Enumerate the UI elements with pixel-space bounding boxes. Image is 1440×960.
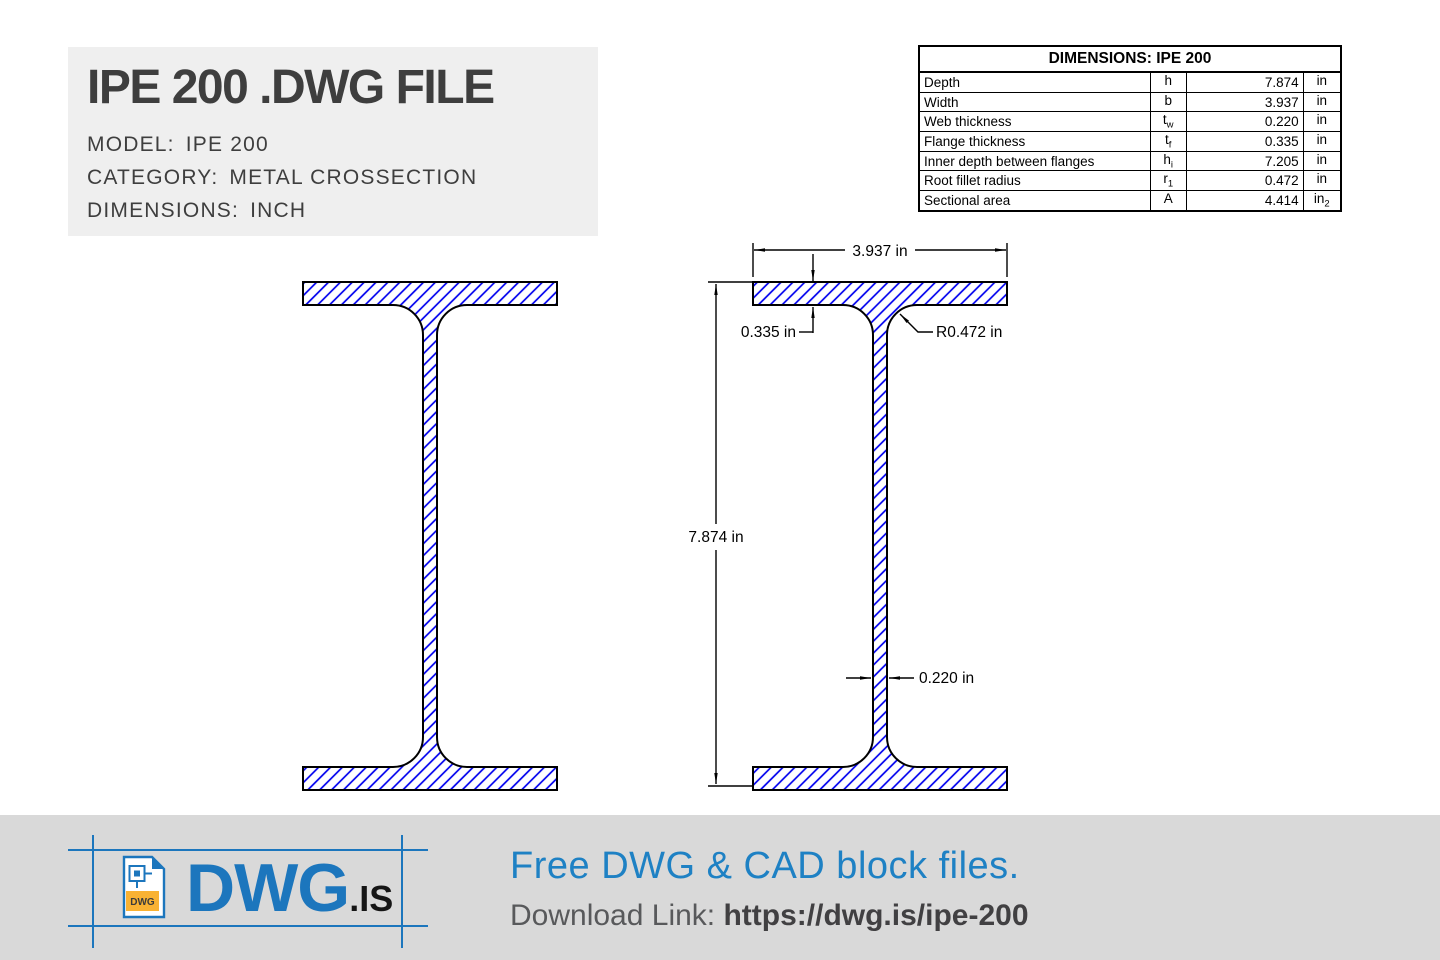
i-beam-outline (752, 281, 1008, 791)
footer-heading: Free DWG & CAD block files. (510, 845, 1020, 887)
web-thickness-dimension: 0.220 in (846, 670, 974, 687)
logo-badge (126, 891, 159, 911)
table-row: Inner depth between flanges hi 7.205 in (918, 150, 1342, 172)
download-label: Download Link: (510, 899, 724, 932)
crop-mark-vertical-right (401, 835, 403, 948)
crop-mark-horizontal-bottom (68, 925, 428, 927)
footer: DWG DWG.IS Free DWG & CAD block files. D… (0, 815, 1440, 960)
dwg-is-logo: DWG.IS (186, 849, 393, 927)
fillet-radius-leader: R0.472 in (899, 313, 1002, 341)
height-dim-label: 7.874 in (688, 529, 743, 546)
meta-line-category: CATEGORY: METAL CROSSECTION (87, 161, 598, 194)
table-row: Root fillet radius r1 0.472 in (918, 170, 1342, 192)
meta-lines: MODEL: IPE 200 CATEGORY: METAL CROSSECTION… (87, 128, 598, 227)
flange-thickness-dimension: 0.335 in (741, 254, 815, 341)
width-dimension: 3.937 in (752, 243, 1008, 277)
dimensions-table: DIMENSIONS: IPE 200 Depth h 7.874 in Wid… (918, 45, 1342, 212)
dimensions-value: INCH (250, 199, 307, 222)
model-label: MODEL: (87, 133, 175, 156)
table-row: Sectional area A 4.414 in2 (918, 190, 1342, 212)
page-title: IPE 200 .DWG FILE (87, 61, 495, 114)
table-row: Depth h 7.874 in (918, 71, 1342, 93)
radius-dim-label: R0.472 in (936, 324, 1002, 341)
meta-line-dimensions: DIMENSIONS: INCH (87, 194, 598, 227)
height-dimension: 7.874 in (688, 281, 753, 787)
download-line: Download Link: https://dwg.is/ipe-200 (510, 899, 1029, 933)
table-row: Web thickness tw 0.220 in (918, 111, 1342, 133)
crop-mark-vertical-left (92, 835, 94, 948)
meta-line-model: MODEL: IPE 200 (87, 128, 598, 161)
category-value: METAL CROSSECTION (229, 166, 478, 189)
ipe-cross-section-dimensioned: 3.937 in 7.874 in 0.335 in R0.472 in 0.2… (688, 243, 1008, 791)
table-title: DIMENSIONS: IPE 200 (918, 45, 1342, 73)
download-url[interactable]: https://dwg.is/ipe-200 (723, 899, 1029, 932)
logo-main-text: DWG (186, 850, 350, 926)
category-label: CATEGORY: (87, 166, 219, 189)
dwg-file-icon: DWG (122, 855, 166, 919)
model-value: IPE 200 (185, 133, 269, 156)
dimensions-label: DIMENSIONS: (87, 199, 240, 222)
crop-mark-horizontal-top (68, 849, 428, 851)
width-dim-label: 3.937 in (852, 243, 907, 260)
i-beam-outline (302, 281, 558, 791)
logo-suffix-text: .IS (349, 878, 394, 919)
title-block: IPE 200 .DWG FILE MODEL: IPE 200 CATEGORY… (68, 47, 598, 236)
table-row: Flange thickness tf 0.335 in (918, 131, 1342, 152)
logo-badge-label: DWG (130, 897, 155, 908)
ipe-cross-section-plain (302, 281, 558, 791)
flange-dim-label: 0.335 in (741, 324, 796, 341)
folded-corner (152, 857, 164, 869)
web-dim-label: 0.220 in (919, 670, 974, 687)
table-row: Width b 3.937 in (918, 91, 1342, 113)
